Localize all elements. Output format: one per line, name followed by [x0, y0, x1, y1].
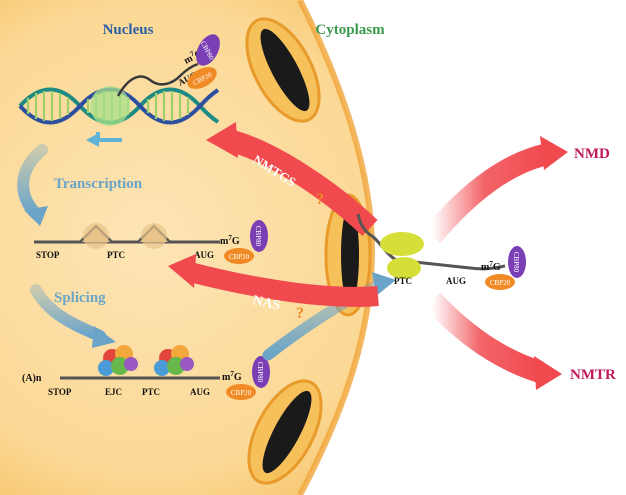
- cbp20-mrna: CBP20: [226, 384, 256, 400]
- mrna-m7g-label: m7G: [222, 370, 242, 383]
- export-arrowhead: [372, 272, 396, 296]
- premrna-aug-label: AUG: [194, 250, 214, 260]
- cbp80-label: CBP80: [254, 226, 262, 247]
- m7g-g-text: G: [232, 236, 240, 247]
- pre-mrna: [34, 223, 220, 249]
- premrna-stop-label: STOP: [36, 250, 60, 260]
- nuclear-pore-top: [245, 17, 321, 123]
- nmtgs-arrow: [225, 129, 378, 236]
- cbp80-nascent: CBP80: [196, 34, 220, 66]
- cyto-ptc-label: PTC: [394, 276, 412, 286]
- m7g-superscript: 7: [228, 234, 232, 242]
- m7g-g-text: G: [493, 262, 501, 273]
- cbp20-label: CBP20: [229, 253, 250, 261]
- nmtr-label: NMTR: [570, 367, 616, 383]
- nas-label: NAS: [251, 293, 282, 314]
- cbp80-cytoplasm: CBP80: [508, 246, 526, 278]
- nmtr-arrow: [423, 292, 544, 383]
- cyto-m7g-label: m7G: [481, 260, 501, 273]
- cytoplasmic-mrna-tail: [356, 213, 373, 238]
- nmd-arrowhead: [540, 136, 568, 170]
- ejc-label: EJC: [105, 387, 122, 397]
- ejc-complex-2: [154, 345, 194, 376]
- cbp20-nascent: CBP20: [187, 67, 217, 89]
- cyto-aug-label: AUG: [446, 276, 466, 286]
- m7g-superscript: 7: [489, 260, 493, 268]
- splicing-label: Splicing: [54, 290, 106, 306]
- cytoplasmic-mrna: [371, 234, 506, 271]
- splicing-process-arrowhead: [92, 326, 116, 348]
- transcription-direction-arrowhead: [86, 133, 99, 147]
- mrna-stop-label: STOP: [48, 387, 72, 397]
- transcription-label: Transcription: [54, 176, 143, 192]
- polya-label: (A)n: [22, 373, 42, 384]
- nucleus-label: Nucleus: [103, 22, 154, 38]
- cbp20-label: CBP20: [490, 279, 511, 287]
- nuclear-envelope-rim: [297, 0, 376, 495]
- transcription-process-arrow: [17, 144, 48, 220]
- m7g-g-text: G: [234, 372, 242, 383]
- cytoplasm-label: Cytoplasm: [315, 22, 385, 38]
- splicing-process-arrow: [30, 284, 106, 342]
- rna-polymerase: [90, 86, 130, 126]
- mrna-aug-label: AUG: [190, 387, 210, 397]
- m7g-m-text: m: [481, 262, 490, 273]
- nas-arrow: [187, 262, 379, 307]
- premrna-m7g-label: m7G: [220, 234, 240, 247]
- nuclear-pore-bottom: [247, 379, 323, 485]
- cbp20-premrna: CBP20: [224, 248, 254, 264]
- m7g-superscript: 7: [230, 370, 234, 378]
- transcription-process-arrowhead: [24, 206, 48, 226]
- cbp80-mrna: CBP80: [252, 356, 270, 388]
- nmd-label: NMD: [574, 146, 610, 162]
- m7g-m-text: m: [220, 236, 229, 247]
- nascent-mrna: [116, 62, 199, 97]
- nucleus-body: [0, 0, 372, 495]
- mrna-ptc-label: PTC: [142, 387, 160, 397]
- nas-question: ?: [296, 305, 304, 322]
- cbp80-label: CBP80: [256, 362, 264, 383]
- nmtgs-arrowhead: [206, 122, 238, 158]
- premrna-ptc-label: PTC: [107, 250, 125, 260]
- cbp20-label: CBP20: [231, 389, 252, 397]
- nas-arrowhead: [168, 254, 196, 288]
- m7g-m-text: m: [222, 372, 231, 383]
- ejc-complex-1: [98, 345, 138, 376]
- cbp20-cytoplasm: CBP20: [485, 274, 515, 290]
- m7g-superscript: 7: [189, 49, 196, 58]
- cbp80-label: CBP80: [512, 252, 520, 273]
- ribosome: [380, 232, 424, 279]
- nmtgs-question: ?: [316, 191, 324, 208]
- nmd-arrow: [423, 143, 551, 244]
- cbp80-premrna: CBP80: [250, 220, 268, 252]
- nmtr-arrowhead: [534, 356, 562, 390]
